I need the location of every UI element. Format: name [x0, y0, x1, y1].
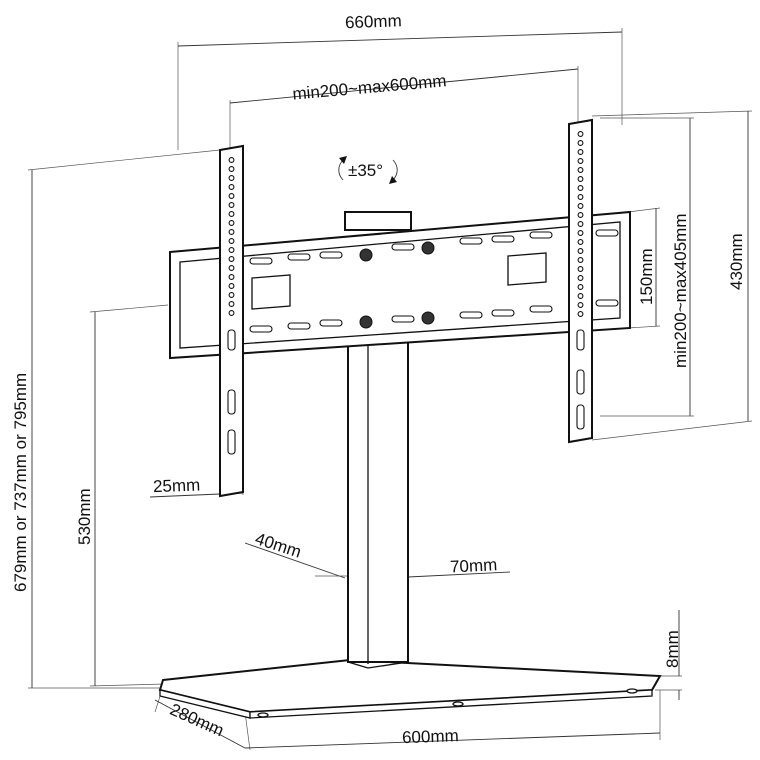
- arm-hole: [577, 203, 584, 209]
- arm-hole: [228, 211, 235, 217]
- arm-hole: [228, 157, 235, 163]
- arm-hole: [577, 257, 584, 263]
- plate-height-label: 150mm: [637, 248, 656, 305]
- arm-hole: [577, 167, 584, 173]
- arm-hole: [577, 266, 584, 272]
- rotation-indicator: [338, 156, 398, 184]
- arm-width-label: 25mm: [153, 475, 201, 496]
- arm-hole: [228, 283, 235, 289]
- arm-hole: [228, 175, 235, 181]
- arm-hole: [228, 247, 235, 253]
- arm-hole: [228, 166, 235, 172]
- arm-hole: [577, 221, 584, 227]
- rotation-label: ±35°: [348, 161, 383, 180]
- vesa-width-label: min200~max600mm: [292, 71, 448, 103]
- arm-hole: [228, 193, 235, 199]
- arm-hole: [577, 194, 584, 200]
- base-width-label: 600mm: [402, 726, 459, 747]
- arm-hole: [577, 284, 584, 290]
- arm-hole: [577, 302, 584, 308]
- arm-hole: [228, 265, 235, 271]
- arm-hole: [228, 310, 235, 316]
- base-thickness-label: 8mm: [663, 630, 682, 668]
- arm-hole: [577, 176, 584, 182]
- arm-hole: [228, 292, 235, 298]
- right-arm: [568, 118, 593, 444]
- arm-hole: [577, 185, 584, 191]
- arm-hole: [228, 220, 235, 226]
- arm-hole: [577, 158, 584, 164]
- arm-hole: [577, 311, 584, 317]
- arm-hole: [228, 238, 235, 244]
- arm-hole: [228, 256, 235, 262]
- arm-hole: [577, 140, 584, 146]
- left-arm: [219, 144, 244, 498]
- vesa-height-label: min200~max405mm: [671, 214, 690, 369]
- mount-plate: [169, 210, 631, 360]
- dimension-labels: 660mm min200~max600mm ±35° 430mm min200~…: [11, 11, 746, 747]
- arm-hole: [228, 301, 235, 307]
- arm-hole: [577, 248, 584, 254]
- column-height-label: 530mm: [75, 488, 94, 545]
- overall-width-label: 660mm: [345, 11, 402, 32]
- arm-hole: [228, 202, 235, 208]
- bolts: [359, 241, 435, 329]
- total-height-label: 679mm or 737mm or 795mm: [11, 373, 30, 592]
- arm-hole: [577, 293, 584, 299]
- arm-hole: [228, 184, 235, 190]
- stand-column: [347, 339, 409, 669]
- column-depth-label: 40mm: [253, 529, 304, 562]
- stand-base: [158, 658, 662, 719]
- arm-hole: [577, 131, 584, 137]
- plate-slots: [249, 229, 619, 333]
- arm-hole: [577, 230, 584, 236]
- column-width-label: 70mm: [450, 555, 498, 576]
- arm-hole: [577, 212, 584, 218]
- bracket-height-label: 430mm: [727, 233, 746, 290]
- arm-hole: [577, 149, 584, 155]
- arm-hole: [577, 275, 584, 281]
- arm-hole: [228, 229, 235, 235]
- arm-hole: [577, 239, 584, 245]
- arm-hole: [228, 274, 235, 280]
